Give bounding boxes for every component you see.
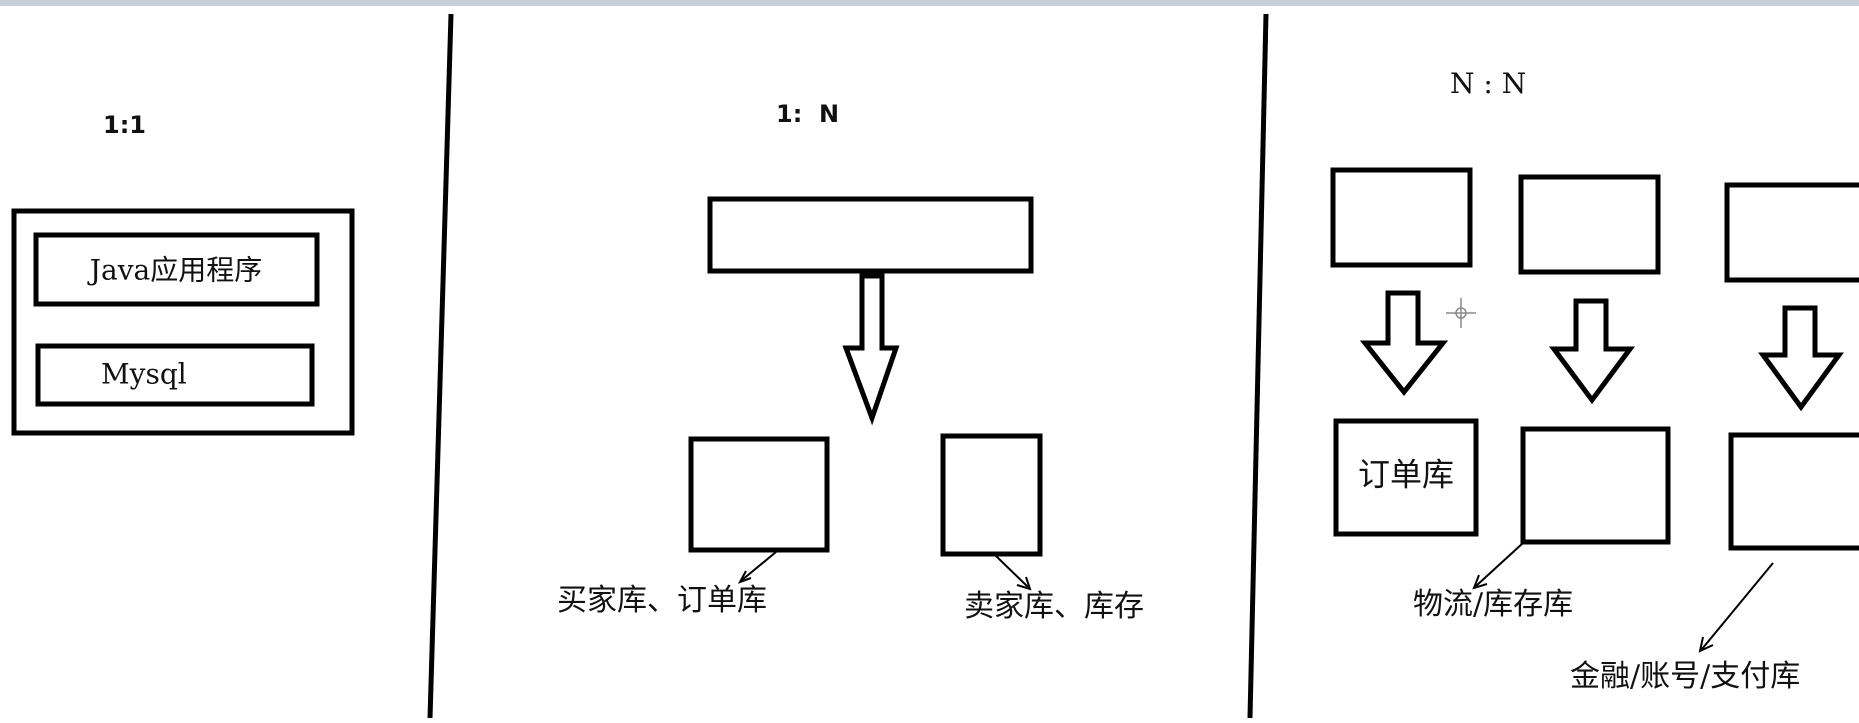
logistics-db-pointer-arrowhead <box>1472 574 1488 590</box>
seller-db-box <box>940 433 1043 557</box>
divider-left <box>427 13 454 719</box>
route-arrow-icon-1 <box>1359 290 1449 397</box>
server-container-box <box>11 208 355 436</box>
client-box-1 <box>1330 167 1473 268</box>
architecture-diagram: 1:1 Java应用程序 Mysql 1: N 买家库、订单库 卖家库、库存 <box>11 13 1859 719</box>
route-arrow-icon-3 <box>1758 305 1844 412</box>
logistics-db-pointer <box>1475 542 1524 587</box>
panel-one-to-n: 1: N 买家库、订单库 卖家库、库存 <box>557 100 1144 624</box>
panel-n-to-n-title: N : N <box>1450 67 1526 100</box>
route-arrow-icon-2 <box>1549 298 1635 405</box>
client-box-2 <box>1518 174 1661 275</box>
order-db-box <box>1333 418 1479 537</box>
seller-db-pointer <box>995 555 1029 588</box>
finance-db-label: 金融/账号/支付库 <box>1570 659 1800 694</box>
panel-one-to-one-title: 1:1 <box>103 111 146 139</box>
panel-one-to-n-title: 1: N <box>776 100 839 128</box>
mysql-label: Mysql <box>101 358 187 391</box>
panel-one-to-one: 1:1 Java应用程序 Mysql <box>11 111 355 436</box>
mysql-box <box>35 343 315 407</box>
logistics-db-label: 物流/库存库 <box>1413 587 1573 622</box>
divider-right <box>1247 13 1269 719</box>
java-app-box <box>33 232 320 307</box>
crosshair-cursor-icon <box>1446 298 1476 328</box>
seller-db-label: 卖家库、库存 <box>964 589 1144 624</box>
buyer-db-pointer-arrowhead <box>737 570 752 584</box>
seller-db-pointer-arrowhead <box>1016 576 1032 591</box>
java-app-label: Java应用程序 <box>87 254 262 287</box>
logistics-db-box <box>1520 426 1671 545</box>
source-system-box <box>707 196 1034 274</box>
finance-db-pointer <box>1701 562 1774 650</box>
buyer-db-box <box>688 436 830 553</box>
client-box-3 <box>1724 182 1859 283</box>
order-db-label: 订单库 <box>1358 456 1454 494</box>
finance-db-pointer-arrowhead <box>1698 636 1714 653</box>
buyer-db-label: 买家库、订单库 <box>557 583 767 618</box>
buyer-db-pointer <box>741 551 777 581</box>
finance-db-box <box>1728 432 1859 551</box>
panel-n-to-n: N : N 订单库 物流/ <box>1330 67 1859 694</box>
split-arrow-icon <box>842 273 900 426</box>
